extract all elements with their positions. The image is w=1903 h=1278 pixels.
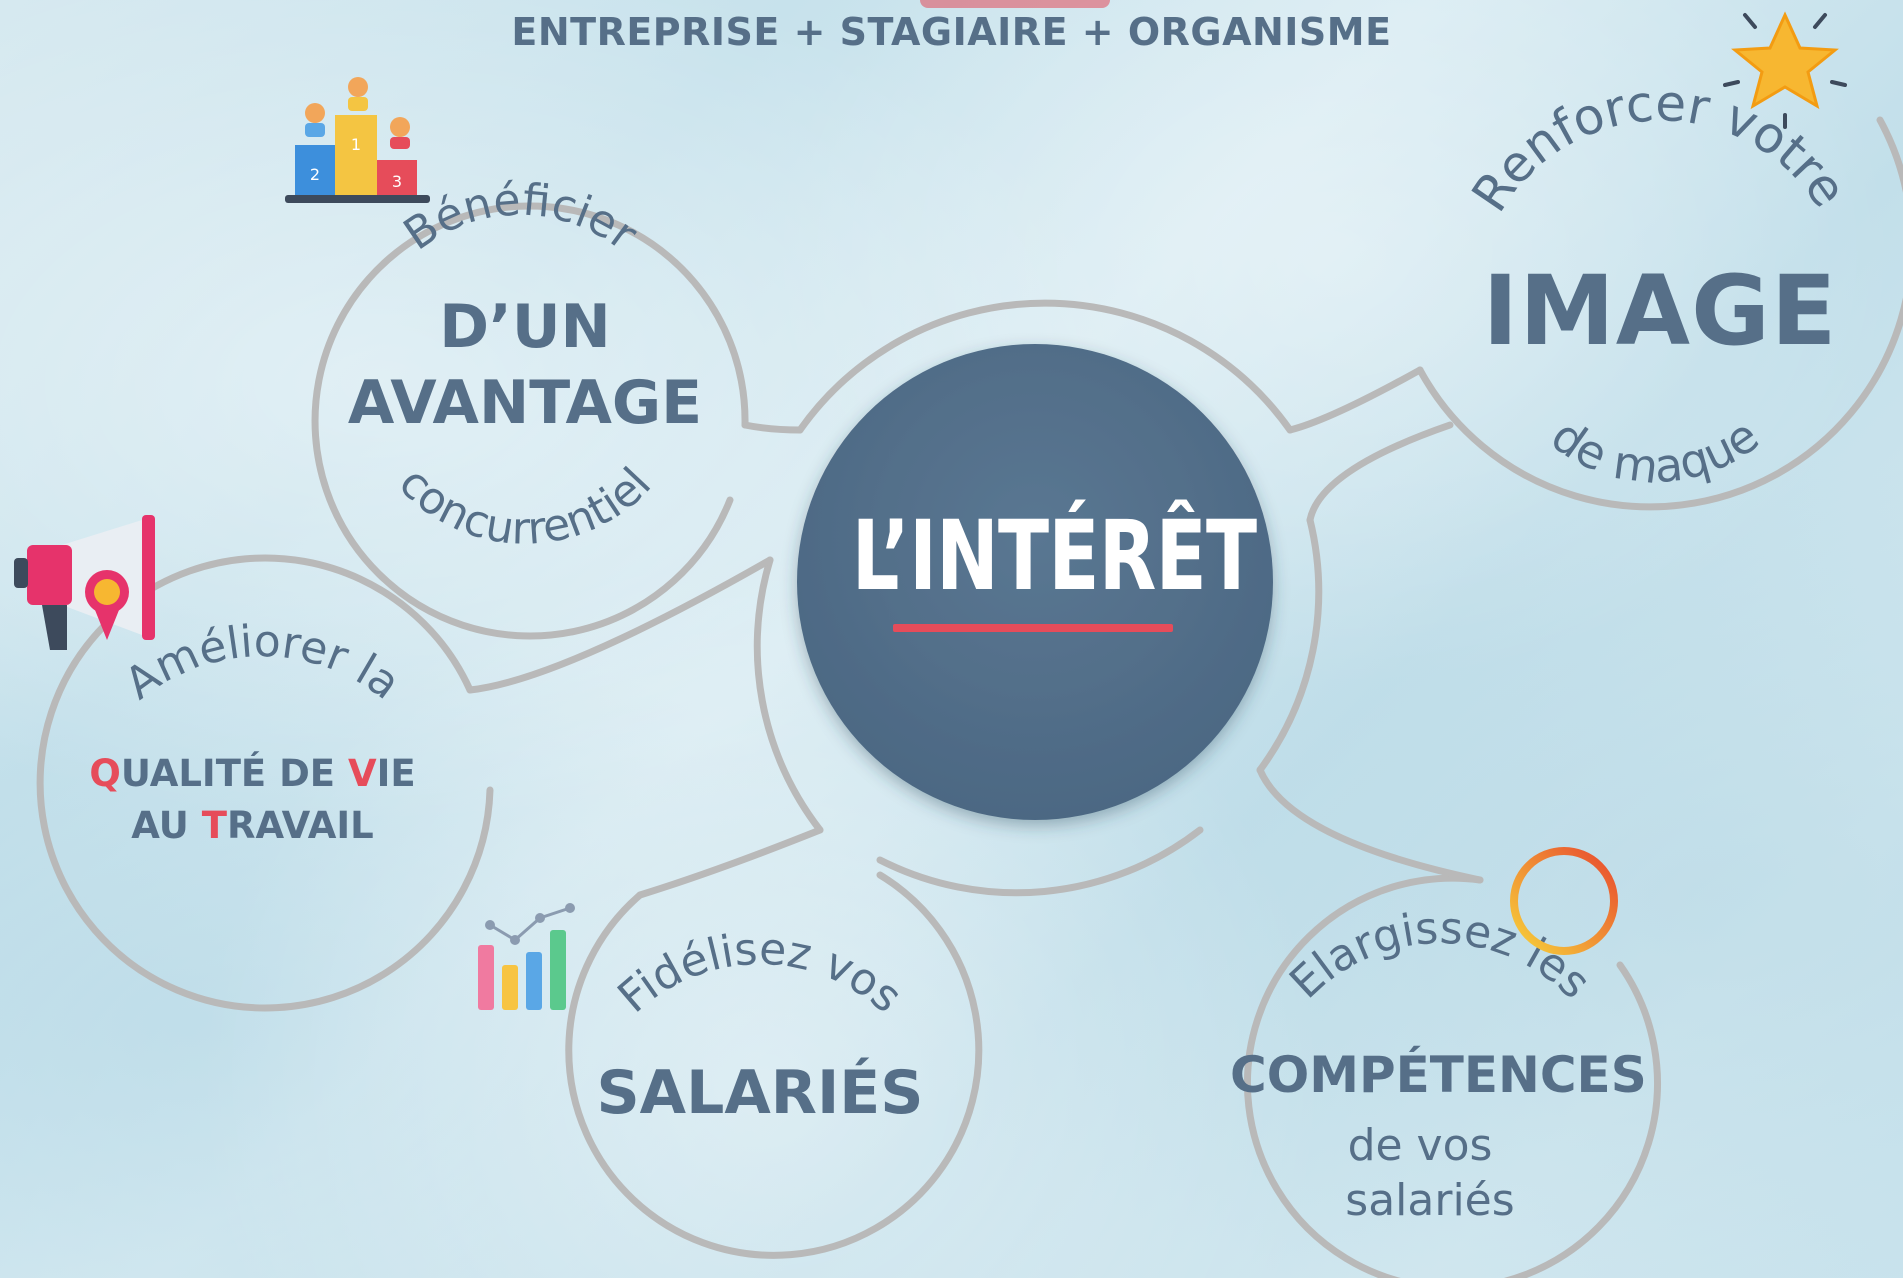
- qualite-line1: QUALITÉ DE VIE: [70, 752, 435, 795]
- center-title: L’INTÉRÊT: [851, 500, 1257, 612]
- connector-avantage: [741, 421, 804, 434]
- salaries-top-arc-text: Fidélisez vos: [608, 924, 911, 1023]
- avantage-main-line2: AVANTAGE: [347, 368, 703, 438]
- bar-chart-icon: [478, 903, 575, 1010]
- connector-salaries: [636, 826, 824, 899]
- avantage-bottom-arc-text: concurrentiel: [389, 457, 661, 554]
- connector-image-lower: [1306, 421, 1454, 524]
- avantage-circle-outline: [311, 202, 749, 640]
- connector-image: [1286, 366, 1424, 434]
- salaries-main-label: SALARIÉS: [596, 1058, 924, 1128]
- star-icon: [1723, 11, 1847, 129]
- competences-main-label: COMPÉTENCES: [1230, 1046, 1647, 1104]
- megaphone-icon: [14, 515, 155, 650]
- connector-qualite: [466, 556, 774, 694]
- qualite-text-ie: IE: [376, 752, 416, 795]
- plus-circle-icon: [1510, 847, 1618, 955]
- center-circle: [797, 344, 1273, 820]
- qualite-letter-v: V: [347, 752, 377, 795]
- center-title-underline: [893, 624, 1173, 632]
- header-accent-stroke: [920, 0, 1110, 8]
- salaries-circle-outline: [565, 871, 983, 1259]
- qualite-circle-outline: [36, 554, 494, 1012]
- qualite-letter-t: T: [201, 804, 227, 847]
- competences-line2: de vos: [1347, 1120, 1493, 1171]
- image-main-label: IMAGE: [1482, 255, 1838, 367]
- header-title: ENTREPRISE + STAGIAIRE + ORGANISME: [511, 10, 1392, 54]
- competences-line3: salariés: [1345, 1175, 1515, 1226]
- svg-text:1: 1: [351, 135, 361, 154]
- qualite-text-ualite: UALITÉ DE: [120, 752, 348, 795]
- qualite-text-au: AU: [131, 804, 202, 847]
- image-circle-outline: [1416, 116, 1903, 511]
- svg-text:2: 2: [310, 165, 320, 184]
- qualite-line2: AU TRAVAIL: [70, 804, 435, 847]
- connector-competences: [1256, 766, 1484, 884]
- podium-icon: 2 1 3: [285, 77, 430, 203]
- node-outlines: [36, 116, 1903, 1278]
- image-bottom-arc-text: de maque: [1542, 408, 1769, 494]
- svg-text:3: 3: [392, 172, 402, 191]
- competences-circle-outline: [1244, 874, 1661, 1278]
- qualite-text-ravail: RAVAIL: [226, 804, 374, 847]
- center-ring-outline: [753, 299, 1323, 897]
- qualite-letter-q: Q: [89, 752, 121, 795]
- avantage-main-line1: D’UN: [439, 292, 611, 362]
